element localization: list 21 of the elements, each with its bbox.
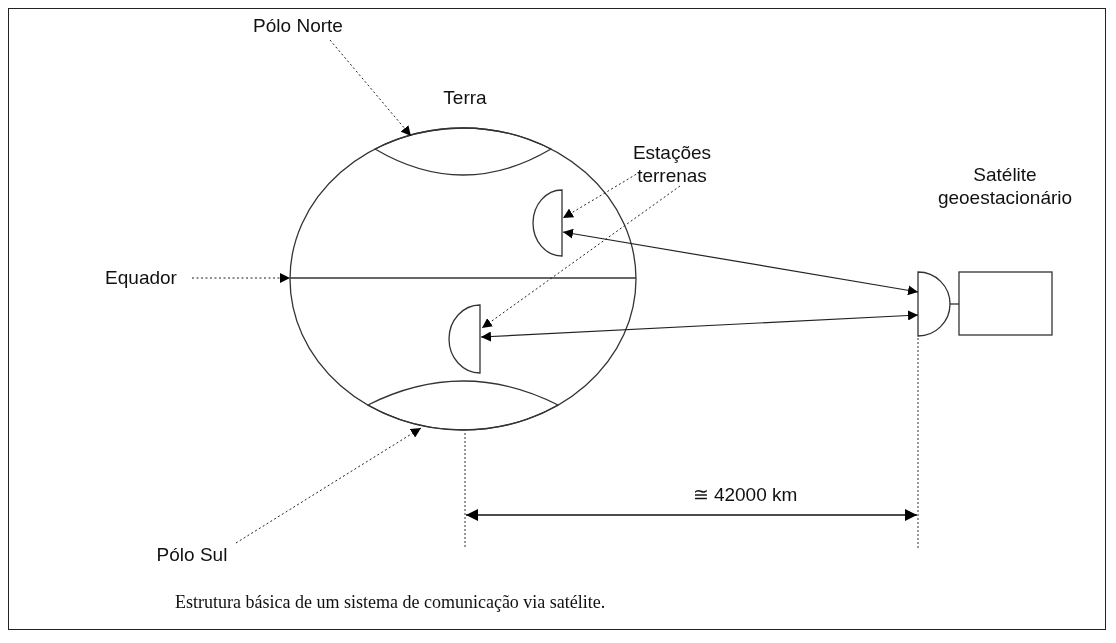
satellite-antenna <box>917 271 951 337</box>
signal-arrow <box>562 228 919 296</box>
earth-station-antenna <box>448 304 481 374</box>
planet-label: Terra <box>442 86 488 109</box>
caption: Estrutura básica de um sistema de comunicação via satélite. <box>175 592 606 613</box>
signal-arrow <box>480 310 919 342</box>
satellite-body <box>958 271 1053 336</box>
polar-cap <box>367 380 559 431</box>
leader-line <box>481 185 681 329</box>
leader-line <box>191 273 291 283</box>
callout-text: Estações terrenas <box>612 141 732 187</box>
leader-line <box>329 39 412 137</box>
earth-station-antenna <box>532 189 563 257</box>
equator-line <box>289 277 637 279</box>
callout-text: Pólo Norte <box>240 14 356 37</box>
callout-text: Equador <box>88 266 194 289</box>
satellite-label: Satélite geoestacionário <box>936 163 1074 209</box>
callout-text: Pólo Sul <box>134 543 250 566</box>
leader-line <box>235 427 422 544</box>
polar-cap <box>374 127 552 176</box>
connector-line <box>949 303 960 305</box>
